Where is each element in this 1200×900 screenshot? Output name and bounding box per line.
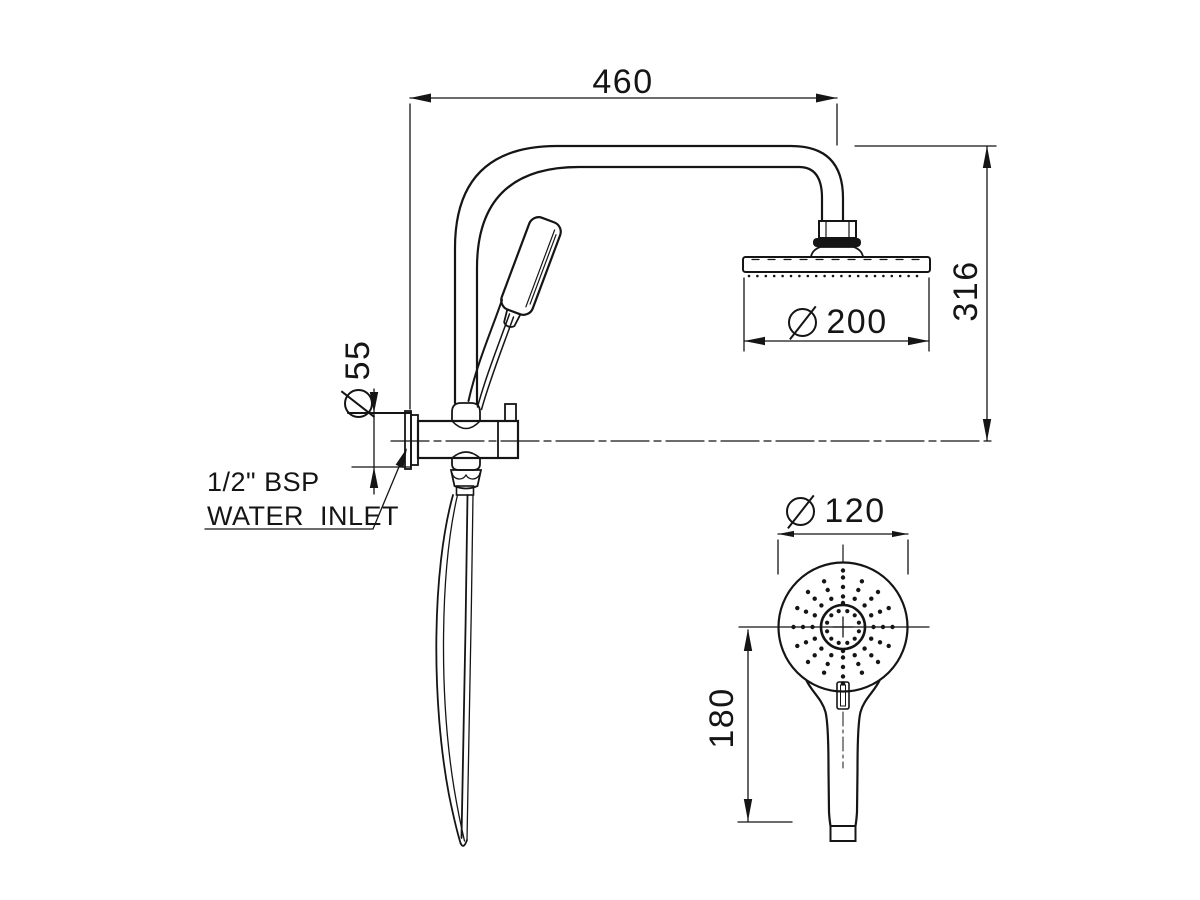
overhead-shower-head <box>742 220 931 278</box>
inlet-leader-line <box>204 448 407 530</box>
dim-overhead-diameter-value: 200 <box>826 303 888 341</box>
dim-180-lines <box>737 629 793 823</box>
diameter-symbol-icon <box>786 497 816 526</box>
dim-top-width-label: 460 <box>553 63 693 102</box>
dim-hand-length-label: 180 <box>702 668 742 768</box>
hand-shower-side <box>467 216 562 411</box>
dim-460-lines <box>409 93 838 410</box>
dim-right-height-label: 316 <box>946 231 986 351</box>
dim-hand-diameter-label: 120 <box>766 492 906 531</box>
water-inlet-note: 1/2" BSP WATER INLET <box>207 466 399 534</box>
overhead-spray-nozzles <box>747 274 919 278</box>
dim-right-height-value: 316 <box>946 260 985 322</box>
dim-200-lines <box>743 277 930 352</box>
dim-inlet-diameter-label: 55 <box>338 324 378 434</box>
water-inlet-note-line2: WATER INLET <box>207 500 400 531</box>
diameter-symbol-icon <box>343 389 373 419</box>
hand-shower-face <box>738 544 930 842</box>
water-inlet-note-line1: 1/2" BSP <box>207 467 320 497</box>
dim-overhead-diameter-label: 200 <box>768 303 908 342</box>
dim-120-lines <box>777 530 909 575</box>
dim-316-lines <box>854 145 997 442</box>
riser-pipe <box>453 144 845 405</box>
dim-hand-diameter-value: 120 <box>824 492 886 530</box>
dim-inlet-diameter-value: 55 <box>338 339 377 381</box>
dim-top-width-value: 460 <box>592 63 654 101</box>
wall-elbow-valve <box>404 402 520 496</box>
diameter-symbol-icon <box>788 308 818 337</box>
shower-hose <box>435 494 474 847</box>
dim-hand-length-value: 180 <box>702 687 741 749</box>
hand-spray-nozzles <box>791 568 895 686</box>
